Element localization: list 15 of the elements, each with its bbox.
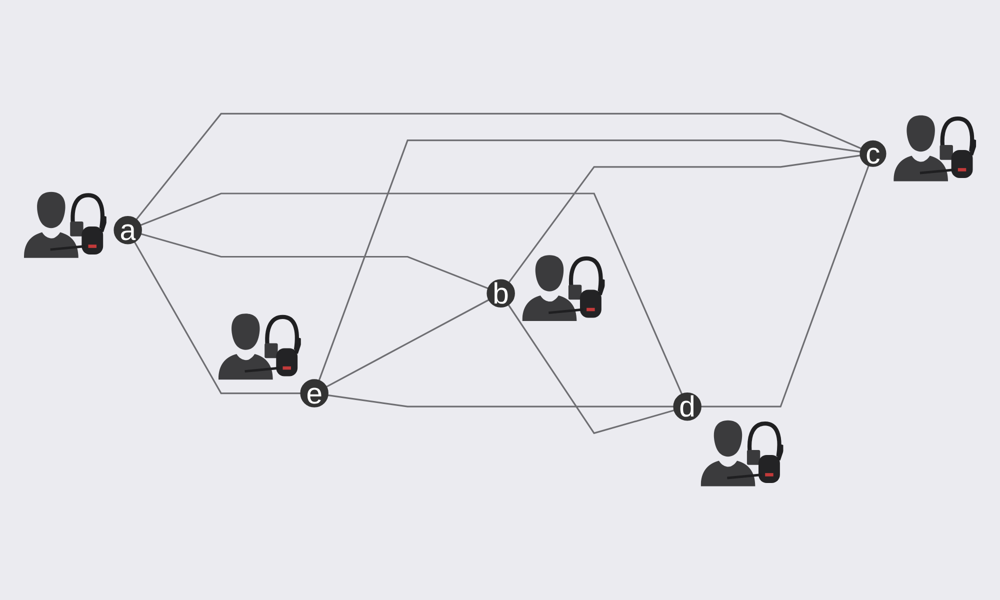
connector [328, 394, 674, 408]
connector [134, 241, 301, 394]
node-circle: d [673, 392, 702, 421]
connector [140, 233, 489, 290]
node-circle: a [114, 216, 142, 244]
connector [508, 154, 861, 284]
node-circle: b [486, 279, 515, 308]
connector [140, 192, 683, 395]
node-circle: c [860, 140, 886, 167]
connector [136, 112, 862, 220]
connector [700, 165, 870, 408]
connector [318, 140, 861, 381]
node-circle: e [300, 379, 328, 408]
connector [326, 299, 490, 388]
connector [508, 304, 675, 434]
